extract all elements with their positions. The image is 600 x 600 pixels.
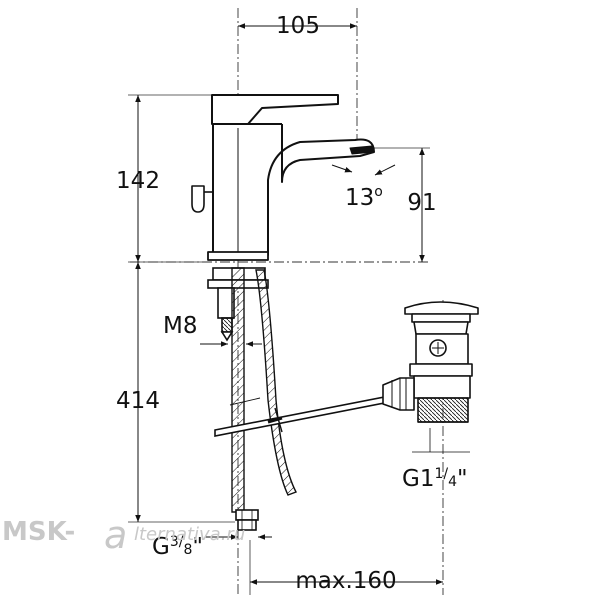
watermark-mark: a (104, 513, 127, 557)
dim-spout-angle: 13o (345, 184, 383, 211)
dim-hose-thread: G3/8" (152, 534, 203, 560)
dim-waste-thread: G11/4" (402, 466, 468, 492)
dim-hose-thread-den: 8 (183, 542, 192, 558)
dim-spout-angle-unit: o (374, 184, 383, 200)
angle-dimension (331, 164, 396, 176)
dim-height-spout: 91 (407, 190, 436, 216)
dim-max-reach: max.160 (295, 568, 396, 594)
dim-below-deck: 414 (116, 388, 160, 414)
dim-waste-thread-den: 4 (448, 474, 457, 490)
hose-nut (235, 509, 259, 531)
dim-hose-thread-main: G (152, 534, 170, 560)
fraction-slash-2: / (179, 534, 184, 550)
dim-thread-rod: M8 (163, 313, 197, 339)
dim-width-spout: 105 (276, 13, 320, 39)
dim-hose-thread-num: 3 (170, 534, 179, 550)
faucet-body (191, 94, 375, 261)
waste-outlet (382, 301, 479, 423)
watermark-script: lternativa.ru (134, 524, 245, 545)
dim-waste-thread-suffix: " (457, 466, 468, 492)
watermark-left: MSK- (2, 517, 75, 547)
fraction-slash-1: / (443, 466, 448, 482)
dim-height-total: 142 (116, 168, 160, 194)
dim-waste-thread-main: G1 (402, 466, 434, 492)
watermark: MSK- a lternativa.ru (2, 513, 245, 557)
dim-spout-angle-value: 13 (345, 185, 374, 211)
dim-hose-thread-suffix: " (192, 534, 203, 560)
dimension-lines (135, 23, 470, 585)
dim-waste-thread-num: 1 (434, 466, 443, 482)
flex-hoses (231, 267, 297, 513)
